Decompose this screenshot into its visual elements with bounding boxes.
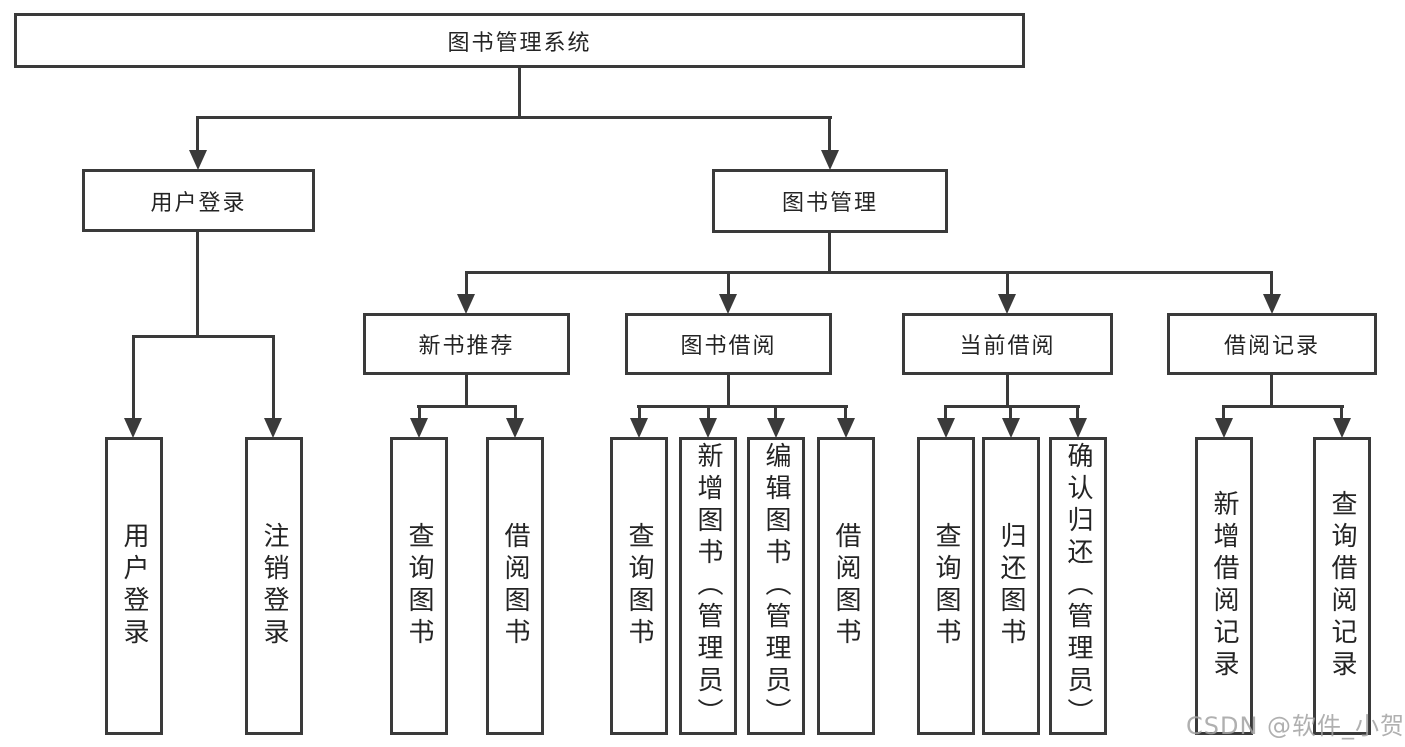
node-root-label: 图书管理系统 <box>447 30 592 56</box>
leaf-borrow-book-2: 借阅图书 <box>817 437 875 735</box>
node-root: 图书管理系统 <box>14 13 1025 68</box>
node-user-login-label: 用户登录 <box>150 190 247 216</box>
leaf-query-book-1: 查询图书 <box>390 437 448 735</box>
connector-level2-splitter <box>196 116 832 119</box>
arrow-to-leaf <box>767 418 785 438</box>
connector-user-login-stem <box>196 232 199 338</box>
node-current-borrow-label: 当前借阅 <box>959 334 1056 359</box>
arrow-to-leaf <box>410 418 428 438</box>
connector-leaf-stub <box>514 405 517 421</box>
leaf-logout-label: 注销登录 <box>259 522 289 650</box>
csdn-watermark: CSDN @软件_小贺同学 <box>1186 712 1405 740</box>
leaf-query-book-3: 查询图书 <box>917 437 975 735</box>
connector-leaf-stub <box>1222 405 1225 421</box>
arrow-to-leaf <box>699 418 717 438</box>
connector-leaf-stub <box>1009 405 1012 421</box>
leaf-return-book-label: 归还图书 <box>996 522 1026 650</box>
leaf-query-borrow-record-label: 查询借阅记录 <box>1327 490 1357 682</box>
connector-leaf-stub <box>774 405 777 421</box>
connector-leaf-stub <box>1340 405 1343 421</box>
connector-user-login-splitter <box>132 335 275 338</box>
arrow-to-user-login <box>189 150 207 170</box>
arrow-to-current-borrow <box>998 294 1016 314</box>
leaf-user-login: 用户登录 <box>105 437 163 735</box>
node-book-borrow-label: 图书借阅 <box>680 334 777 359</box>
arrow-to-leaf <box>1069 418 1087 438</box>
connector-new-book-stub <box>465 271 468 297</box>
connector-login-leaf-stub <box>132 335 135 421</box>
connector-current-borrow-stub <box>1006 271 1009 297</box>
connector-leaf-stub <box>1076 405 1079 421</box>
connector-s1-stem <box>465 375 468 408</box>
node-borrow-record: 借阅记录 <box>1167 313 1377 375</box>
arrow-to-leaf <box>1215 418 1233 438</box>
arrow-to-borrow-record <box>1263 294 1281 314</box>
node-current-borrow: 当前借阅 <box>902 313 1113 375</box>
leaf-confirm-return-admin: 确认归还（管理员） <box>1049 437 1107 735</box>
arrow-to-logout-leaf <box>264 418 282 438</box>
connector-s4-splitter <box>1222 405 1344 408</box>
connector-leaf-stub <box>707 405 710 421</box>
leaf-return-book: 归还图书 <box>982 437 1040 735</box>
leaf-borrow-book-1: 借阅图书 <box>486 437 544 735</box>
connector-s3-splitter <box>944 405 1080 408</box>
leaf-user-login-label: 用户登录 <box>119 522 149 650</box>
node-user-login: 用户登录 <box>82 169 315 232</box>
arrow-to-leaf <box>1002 418 1020 438</box>
arrow-to-login-leaf <box>124 418 142 438</box>
leaf-edit-book-admin-label: 编辑图书（管理员） <box>761 442 791 730</box>
connector-leaf-stub <box>844 405 847 421</box>
leaf-add-book-admin-label: 新增图书（管理员） <box>693 442 723 730</box>
connector-leaf-stub <box>944 405 947 421</box>
node-new-book-recommend-label: 新书推荐 <box>418 334 515 359</box>
leaf-query-book-1-label: 查询图书 <box>404 522 434 650</box>
arrow-to-new-book <box>457 294 475 314</box>
leaf-add-book-admin: 新增图书（管理员） <box>679 437 737 735</box>
connector-root-stem <box>518 68 521 119</box>
connector-borrow-record-stub <box>1270 271 1273 297</box>
leaf-query-book-2-label: 查询图书 <box>624 522 654 650</box>
arrow-to-leaf <box>937 418 955 438</box>
leaf-add-borrow-record: 新增借阅记录 <box>1195 437 1253 735</box>
leaf-add-borrow-record-label: 新增借阅记录 <box>1209 490 1239 682</box>
connector-s1-splitter <box>417 405 517 408</box>
arrow-to-leaf <box>630 418 648 438</box>
leaf-borrow-book-2-label: 借阅图书 <box>831 522 861 650</box>
connector-leaf-stub <box>418 405 421 421</box>
leaf-query-borrow-record: 查询借阅记录 <box>1313 437 1371 735</box>
leaf-confirm-return-admin-label: 确认归还（管理员） <box>1063 442 1093 730</box>
connector-s2-stem <box>727 375 730 408</box>
connector-s3-stem <box>1006 375 1009 408</box>
node-book-mgmt: 图书管理 <box>712 169 948 233</box>
node-book-mgmt-label: 图书管理 <box>781 191 878 216</box>
node-book-borrow: 图书借阅 <box>625 313 832 375</box>
arrow-to-leaf <box>1333 418 1351 438</box>
connector-logout-leaf-stub <box>272 335 275 421</box>
connector-book-borrow-stub <box>727 271 730 297</box>
arrow-to-leaf <box>837 418 855 438</box>
connector-level3-splitter <box>465 271 1273 274</box>
connector-book-mgmt-stub <box>828 116 831 152</box>
leaf-logout: 注销登录 <box>245 437 303 735</box>
node-borrow-record-label: 借阅记录 <box>1223 334 1320 359</box>
connector-s2-splitter <box>637 405 848 408</box>
connector-s4-stem <box>1270 375 1273 408</box>
leaf-edit-book-admin: 编辑图书（管理员） <box>747 437 805 735</box>
arrow-to-book-borrow <box>719 294 737 314</box>
connector-user-login-stub <box>196 116 199 152</box>
connector-leaf-stub <box>638 405 641 421</box>
arrow-to-book-mgmt <box>821 150 839 170</box>
arrow-to-leaf <box>506 418 524 438</box>
connector-book-mgmt-stem <box>828 233 831 274</box>
leaf-query-book-2: 查询图书 <box>610 437 668 735</box>
node-new-book-recommend: 新书推荐 <box>363 313 570 375</box>
leaf-borrow-book-1-label: 借阅图书 <box>500 522 530 650</box>
leaf-query-book-3-label: 查询图书 <box>931 522 961 650</box>
